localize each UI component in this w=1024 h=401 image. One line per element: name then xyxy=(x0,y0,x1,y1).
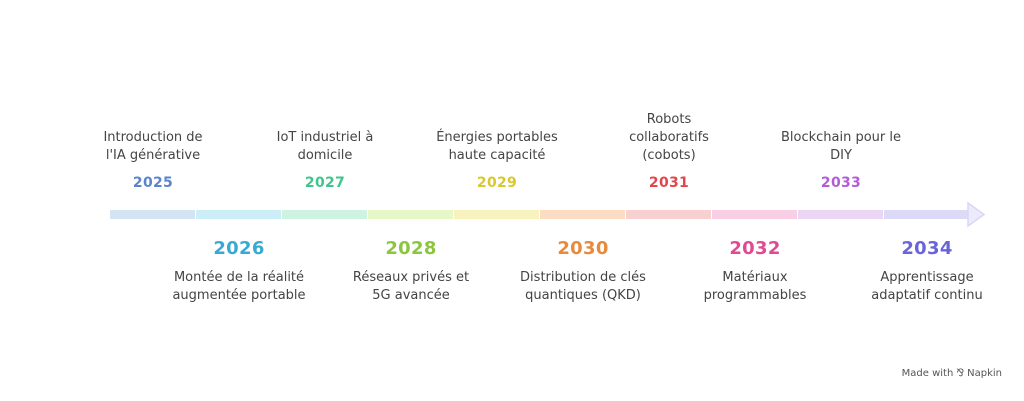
credit-brand: Napkin xyxy=(967,368,1002,379)
milestone-description-2032: Matériaux programmables xyxy=(703,270,807,303)
timeline-segment-2031 xyxy=(626,210,711,219)
milestone-description-2030: Distribution de clés quantiques (QKD) xyxy=(520,270,646,303)
year-label-2030: 2030 xyxy=(557,238,609,259)
napkin-logo-icon: ⅋ xyxy=(956,368,965,379)
year-label-2032: 2032 xyxy=(729,238,781,259)
year-label-2033: 2033 xyxy=(820,175,862,191)
timeline-segment-2030 xyxy=(540,210,625,219)
milestone-description-2029: Énergies portables haute capacité xyxy=(436,130,558,163)
year-label-2034: 2034 xyxy=(901,238,953,259)
timeline-segment-2034 xyxy=(884,210,969,219)
timeline-arrow-head xyxy=(967,201,986,228)
timeline-segment-2032 xyxy=(712,210,797,219)
year-label-2029: 2029 xyxy=(476,175,518,191)
timeline-segment-2033 xyxy=(798,210,883,219)
milestone-description-2031: Robots collaboratifs (cobots) xyxy=(629,112,709,163)
milestone-description-2027: IoT industriel à domicile xyxy=(276,130,374,163)
year-label-2026: 2026 xyxy=(213,238,265,259)
timeline-segment-2029 xyxy=(454,210,539,219)
timeline-segment-2028 xyxy=(368,210,453,219)
timeline-segment-2026 xyxy=(196,210,281,219)
year-label-2028: 2028 xyxy=(385,238,437,259)
year-label-2031: 2031 xyxy=(648,175,690,191)
milestone-description-2034: Apprentissage adaptatif continu xyxy=(871,270,983,303)
timeline-segment-2027 xyxy=(282,210,367,219)
milestone-description-2033: Blockchain pour le DIY xyxy=(780,130,902,163)
year-label-2027: 2027 xyxy=(304,175,346,191)
milestone-description-2025: Introduction de l'IA générative xyxy=(103,130,203,163)
timeline-segment-2025 xyxy=(110,210,195,219)
milestone-description-2026: Montée de la réalité augmentée portable xyxy=(172,270,306,303)
year-label-2025: 2025 xyxy=(132,175,174,191)
milestone-description-2028: Réseaux privés et 5G avancée xyxy=(352,270,470,303)
made-with-credit: Made with ⅋ Napkin xyxy=(902,368,1002,379)
credit-text: Made with xyxy=(901,368,954,379)
